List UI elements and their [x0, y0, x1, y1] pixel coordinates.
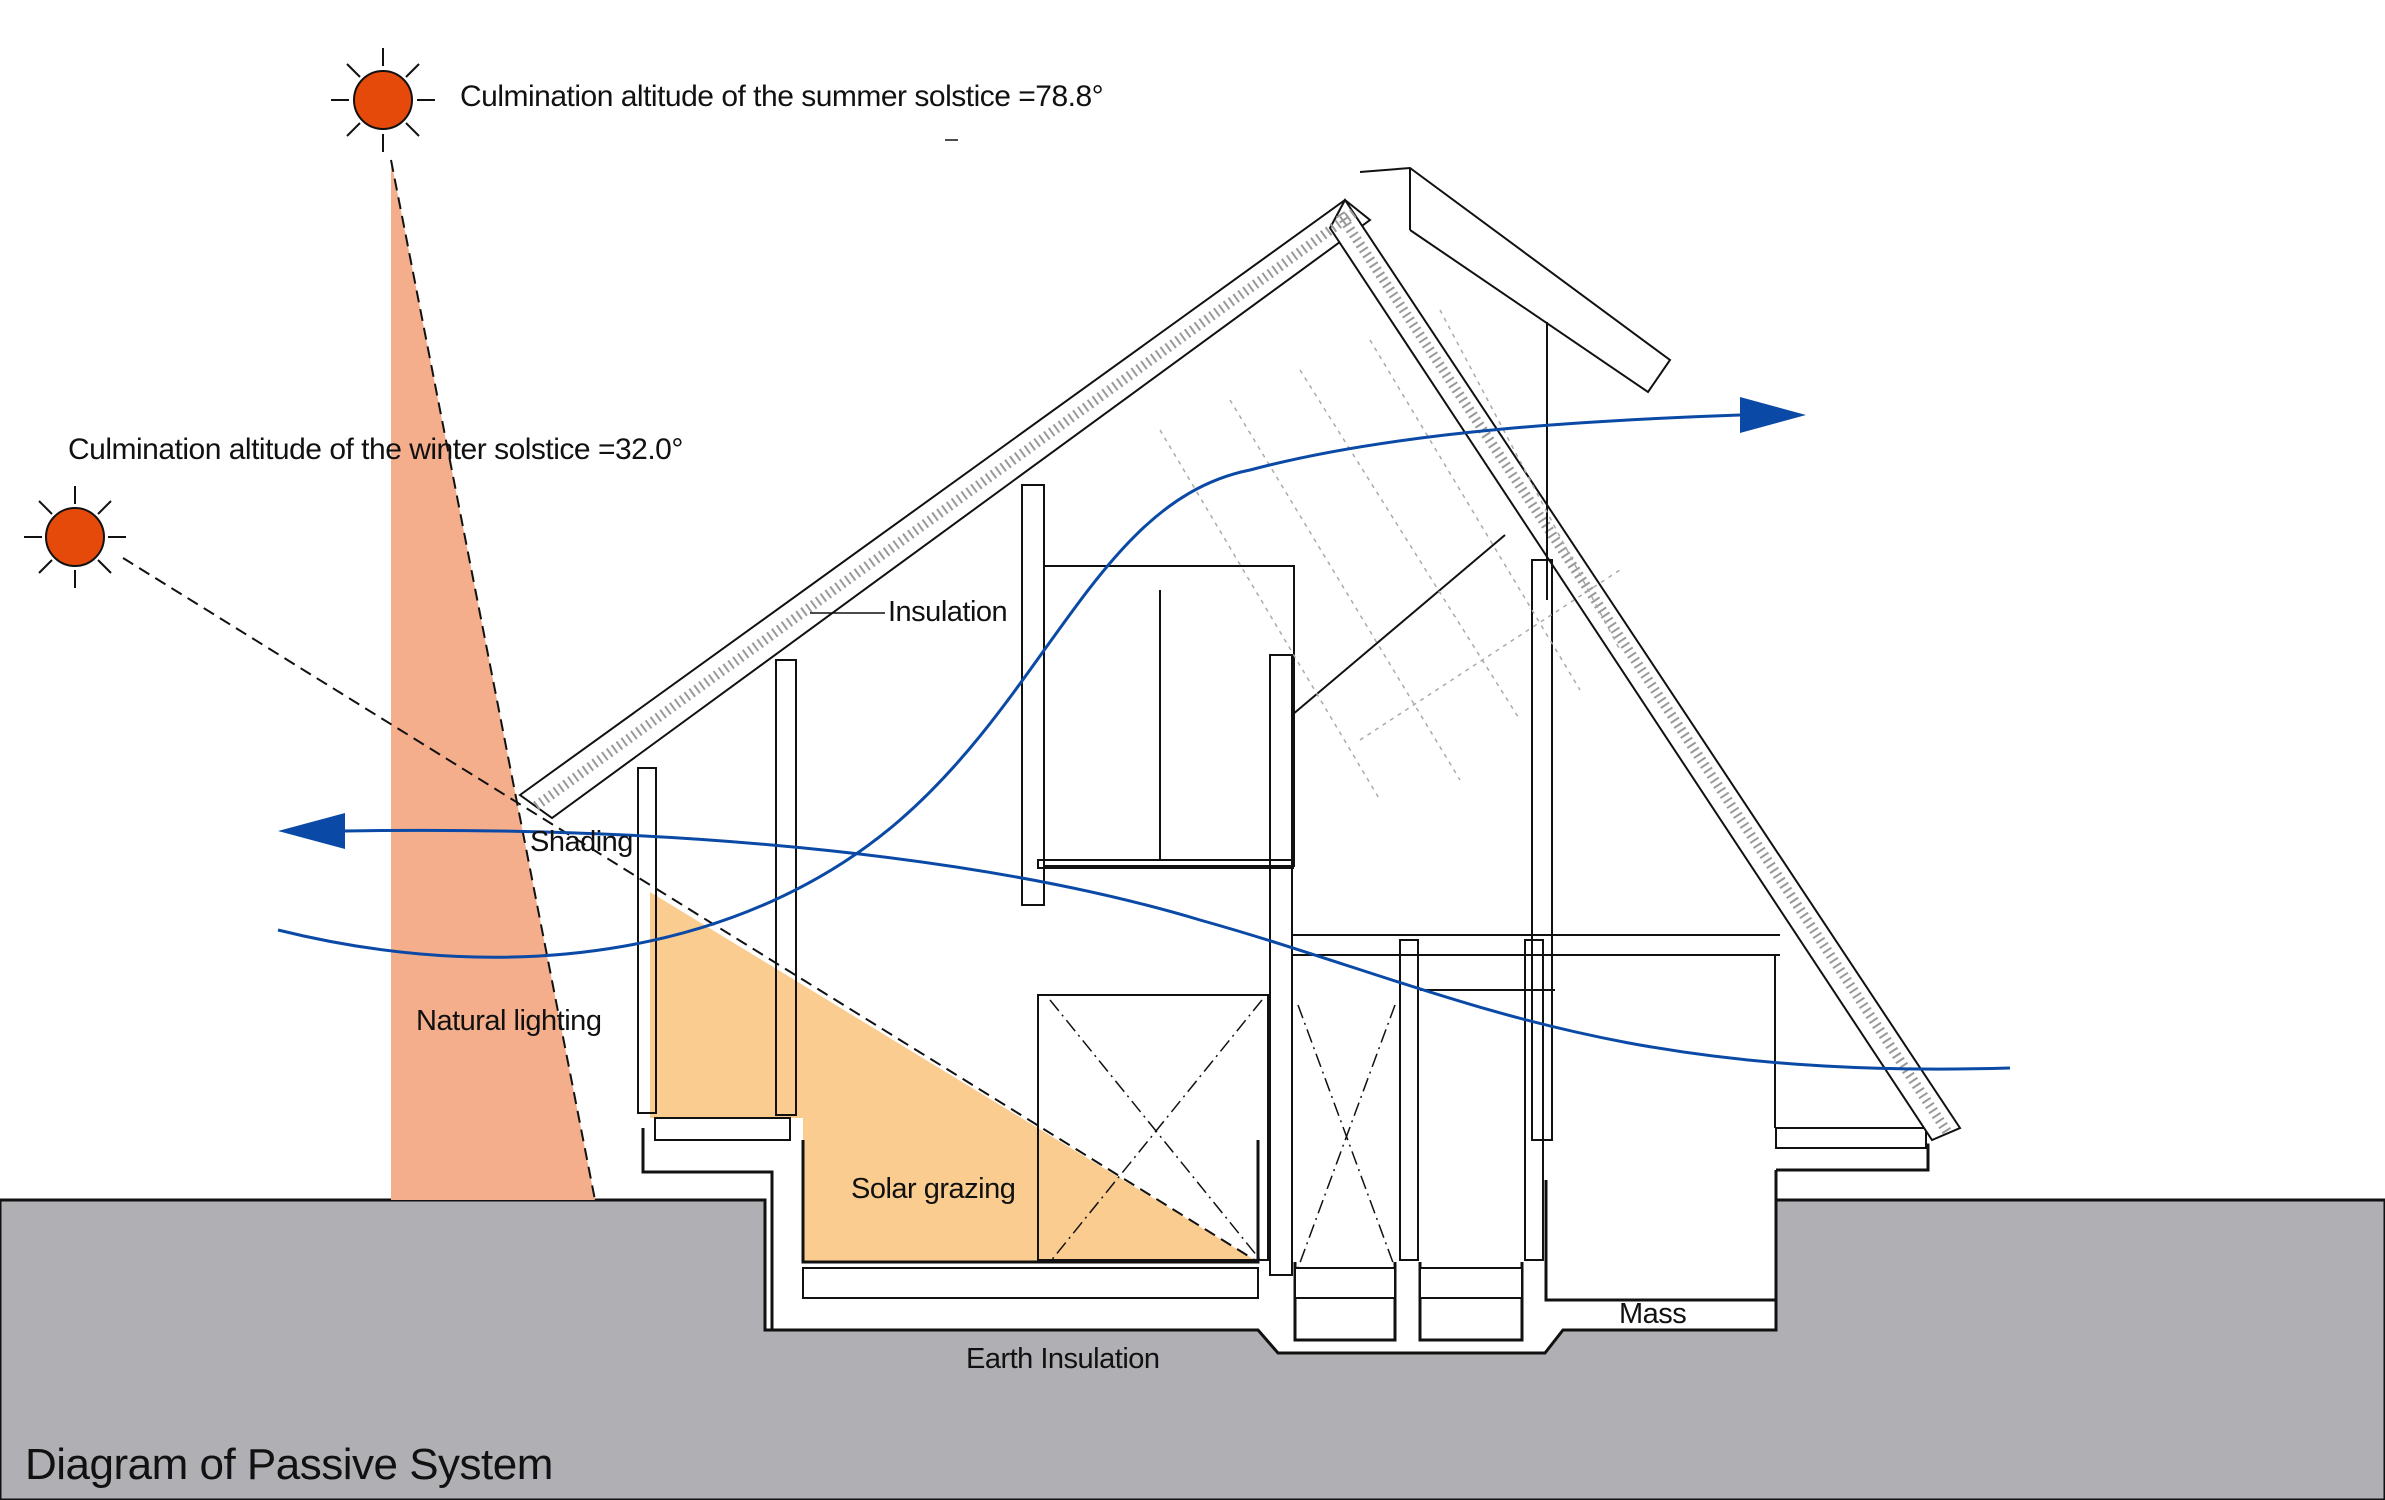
winter-sun-ray	[122, 557, 1259, 1263]
summer-beam-edge	[390, 159, 596, 1201]
sun-icon	[24, 486, 126, 588]
summer-light-beam	[391, 160, 595, 1200]
winter-solstice-label: Culmination altitude of the winter solst…	[68, 433, 683, 466]
airflow-lines	[277, 413, 2011, 1071]
stair-hidden-lines	[1159, 309, 1621, 801]
door-swing-marks	[1049, 999, 1396, 1269]
arrow-left-icon	[278, 813, 345, 849]
shading-label: Shading	[530, 826, 633, 858]
solar-grazing-label: Solar grazing	[851, 1173, 1016, 1205]
ground	[0, 1198, 2385, 1500]
summer-solstice-label: Culmination altitude of the summer solst…	[460, 80, 1104, 113]
arrow-right-icon	[1740, 397, 1806, 433]
insulation-label: Insulation	[888, 596, 1008, 628]
diagram-title: Diagram of Passive System	[25, 1440, 553, 1489]
sun-icon	[331, 48, 435, 152]
roof	[518, 166, 1962, 1142]
mass-label: Mass	[1619, 1298, 1687, 1330]
floor-joists	[654, 1117, 1927, 1299]
solar-grazing-area	[650, 892, 1258, 1262]
earth-insulation-label: Earth Insulation	[966, 1343, 1160, 1375]
natural-lighting-label: Natural lighting	[416, 1005, 602, 1037]
